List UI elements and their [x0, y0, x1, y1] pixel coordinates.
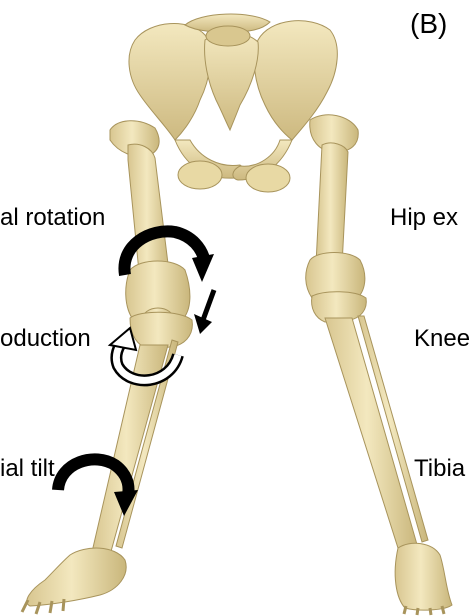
pelvis: [129, 14, 337, 192]
label-hip: Hip ex: [390, 206, 458, 230]
right-leg: [306, 115, 452, 615]
straight-arrow-black-icon: [194, 290, 214, 334]
label-tibia: Tibia: [414, 457, 465, 481]
curved-arrow-black-tilt-icon: [58, 459, 138, 516]
label-abduction: oduction: [0, 327, 91, 351]
panel-label: (B): [410, 10, 447, 38]
label-tilt: ial tilt: [0, 457, 55, 481]
label-rotation: al rotation: [0, 206, 105, 230]
label-knee: Knee: [414, 327, 470, 351]
